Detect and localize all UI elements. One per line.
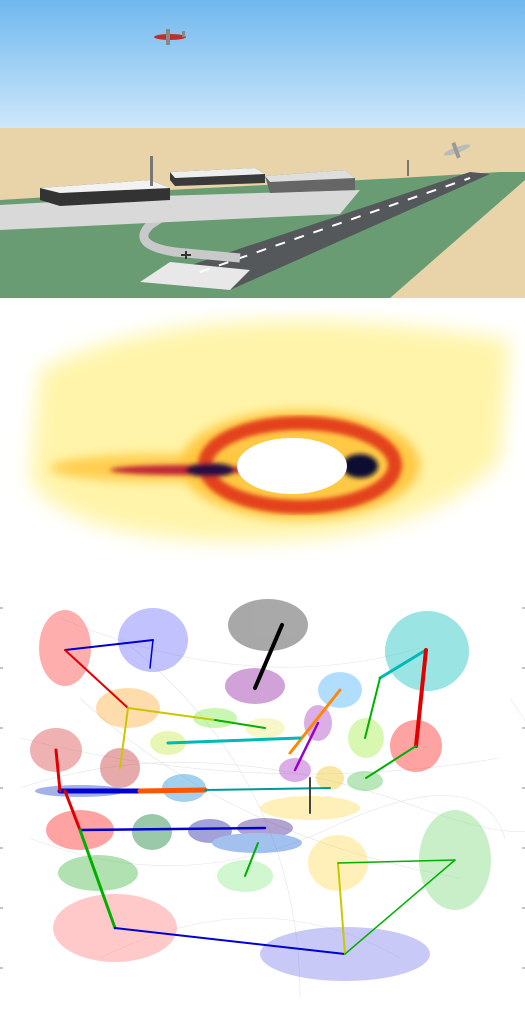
edge (137, 787, 208, 794)
trajectory-heatmap-panel (0, 310, 525, 570)
edge (378, 648, 428, 680)
graph-gaussian-diagram (0, 599, 525, 999)
node-ellipse (347, 771, 383, 791)
edge (214, 719, 266, 729)
edge (63, 789, 82, 832)
runway-threshold (140, 262, 250, 290)
taxiing-airplane-icon (181, 251, 191, 259)
edge (166, 736, 302, 745)
edge (78, 826, 267, 832)
node-ellipse (132, 814, 172, 850)
node-ellipse (193, 708, 237, 728)
node-ellipse (316, 766, 344, 790)
edge (127, 707, 216, 721)
edge (204, 787, 331, 791)
sky (0, 0, 525, 130)
airplane-icon (154, 29, 186, 45)
edge (293, 721, 320, 772)
node-ellipse (58, 855, 138, 891)
airplane-landing-icon (443, 142, 471, 159)
hangar-row-roof (265, 170, 355, 182)
gaussian-ellipses (30, 599, 491, 981)
edge (365, 745, 417, 779)
airport-scene (0, 0, 525, 298)
heatmap-high-density (110, 416, 402, 514)
edge (337, 862, 346, 955)
node-ellipse (188, 819, 232, 843)
node-ellipse (228, 599, 308, 651)
control-tower (150, 156, 153, 186)
edge (364, 677, 381, 739)
graph-gaussian-panel (0, 578, 525, 1024)
edge (149, 639, 154, 669)
edge (244, 842, 259, 877)
edge (337, 859, 456, 864)
hangar-roof (170, 168, 265, 178)
edge (253, 623, 284, 690)
background-trajectories (19, 617, 525, 999)
taxiway (139, 201, 241, 263)
terminal-roof (40, 180, 170, 193)
edge (64, 639, 154, 651)
graph-edges (54, 623, 456, 955)
edge (119, 707, 129, 769)
edge (78, 828, 117, 930)
node-ellipse (39, 610, 91, 686)
edge (344, 859, 456, 955)
edge (54, 748, 62, 793)
trajectory-heatmap (30, 320, 510, 541)
airport-scene-panel (0, 0, 525, 298)
runway-centerline (199, 177, 471, 273)
edge (114, 927, 346, 955)
edge (414, 648, 428, 748)
heatmap-empty-center (237, 438, 347, 494)
edge (64, 649, 129, 709)
edge (288, 688, 342, 755)
antenna-tower (407, 160, 409, 176)
